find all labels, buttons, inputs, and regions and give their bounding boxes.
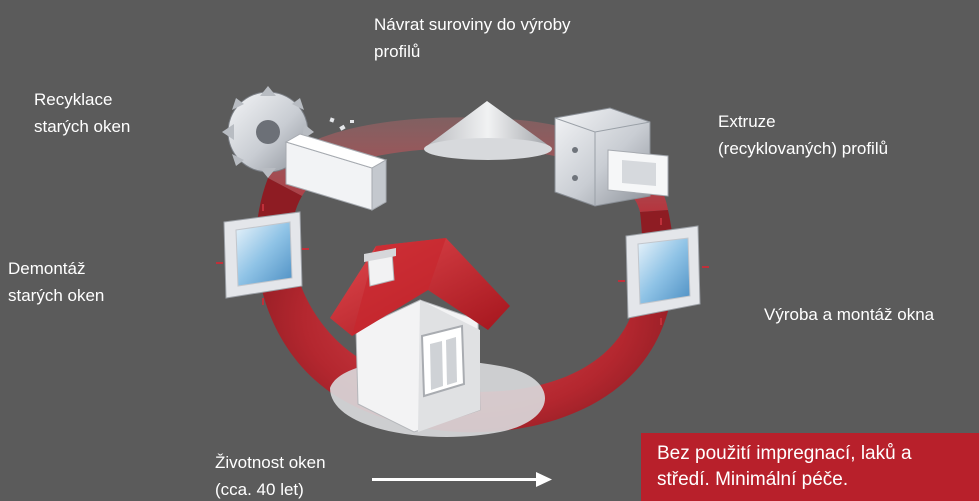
callout-line1: Bez použití impregnací, laků a xyxy=(657,443,912,464)
label-lifetime-line1: Životnost oken xyxy=(215,453,326,472)
label-recycling-line2: starých oken xyxy=(34,117,131,136)
callout-line2: středí. Minimální péče. xyxy=(657,469,849,490)
label-extrusion: Extruze (recyklovaných) profilů xyxy=(718,108,888,162)
label-recycling-line1: Recyklace xyxy=(34,90,113,109)
extrusion-die-icon xyxy=(554,107,669,207)
label-lifetime-line2: (cca. 40 let) xyxy=(215,480,304,499)
label-extrusion-line1: Extruze xyxy=(718,112,776,131)
window-frame-icon xyxy=(216,204,309,305)
label-dismantling-line2: starých oken xyxy=(8,286,105,305)
label-extrusion-line2: (recyklovaných) profilů xyxy=(718,139,889,158)
callout-text: Bez použití impregnací, laků a středí. M… xyxy=(657,441,912,493)
label-material-return: Návrat suroviny do výroby profilů xyxy=(374,11,571,65)
label-dismantling-line1: Demontáž xyxy=(8,259,86,278)
label-production: Výroba a montáž okna xyxy=(764,301,934,328)
window-frame-icon xyxy=(618,218,709,325)
label-lifetime: Životnost oken (cca. 40 let) xyxy=(215,449,326,501)
label-dismantling: Demontáž starých oken xyxy=(8,255,104,309)
label-material-return-line1: Návrat suroviny do výroby xyxy=(374,15,571,34)
label-production-text: Výroba a montáž okna xyxy=(764,305,935,324)
label-material-return-line2: profilů xyxy=(374,42,421,61)
granulate-pile-icon xyxy=(424,101,552,160)
arrow-right-icon xyxy=(372,472,552,487)
label-recycling: Recyklace starých oken xyxy=(34,86,130,140)
circular-saw-icon xyxy=(222,86,388,211)
callout-box: Bez použití impregnací, laků a středí. M… xyxy=(641,433,979,501)
house-icon xyxy=(330,238,545,437)
